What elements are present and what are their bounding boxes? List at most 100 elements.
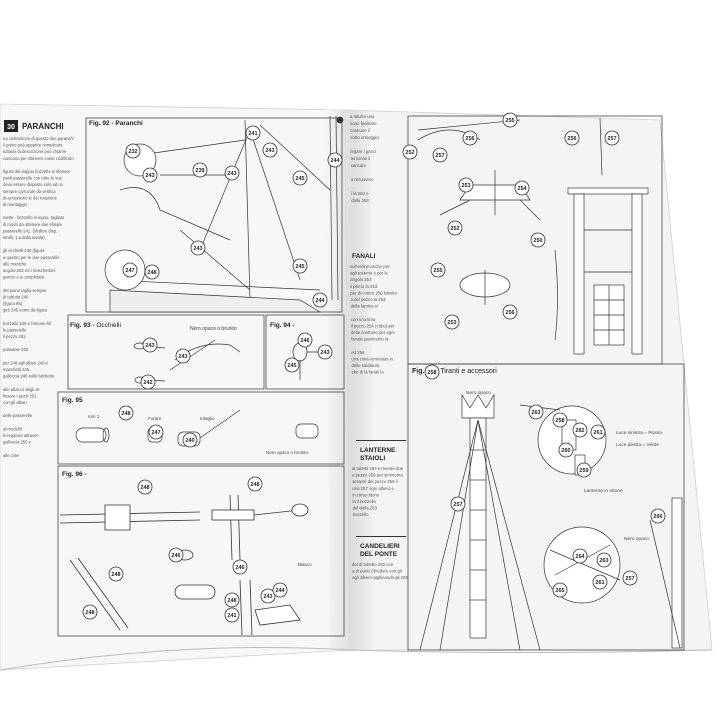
heading-candelieri: CANDELIERI [360, 543, 400, 550]
fig95-label: Fig. 95 [62, 397, 83, 404]
fanali-line: fanale pavimento la [351, 337, 389, 342]
fanali-line: della lamina si [351, 304, 378, 309]
fig95-frame [57, 391, 345, 465]
part-badge-circle [564, 130, 580, 146]
part-badge-circle [327, 152, 343, 168]
part-badge-number: 257 [607, 136, 616, 142]
part-badge-circle [592, 574, 608, 590]
lanterne-line: bozzello [353, 512, 369, 517]
part-badge-circle [552, 582, 568, 598]
right-col1-line: sotto ormeggio [350, 135, 379, 140]
part-badge-circle [528, 404, 544, 420]
part-badge-number: 245 [295, 176, 304, 182]
left-body-line: galloccia 246 sulle falchette [3, 374, 55, 379]
part-badge-circle [530, 232, 546, 248]
part-badge-circle [137, 479, 153, 495]
part-badge-number: 246 [235, 565, 244, 571]
left-body-line: gli occhielli 236 (figura [3, 248, 45, 253]
part-badge-number: 256 [567, 136, 576, 142]
part-badge-circle [182, 432, 198, 448]
part-badge-number: 246 [300, 338, 309, 344]
part-badge-number: 248 [121, 411, 130, 417]
left-body-line: angolo 232 ed i moschettoni [3, 268, 55, 273]
part-badge-circle [272, 582, 288, 598]
fig93-label: Fig. 93 - Occhielli [70, 322, 121, 329]
part-badge-circle [144, 264, 160, 280]
part-badge-number: 240 [185, 438, 194, 444]
left-body-line: sempre carrucole da verifica [3, 189, 56, 194]
right-col1-line: terminati il [351, 156, 371, 161]
heading-lanterne: LANTERNE [360, 447, 396, 454]
part-badge-circle [458, 177, 474, 193]
lanterne-line: e pezzo 259 per simmetria [352, 473, 403, 478]
left-body-line: alle cime [3, 453, 20, 458]
left-body-line: fissare i pezzi 251 [3, 393, 37, 398]
part-badge-circle [260, 588, 276, 604]
part-badge-number: 255 [433, 268, 442, 274]
left-body-line: giro 245 come da figura [3, 308, 48, 313]
part-badge-circle [190, 240, 206, 256]
fig98-note-right-light: Luce destra = Verde [616, 442, 659, 448]
page-number: 30 [7, 124, 15, 131]
part-badge-number: 243 [145, 343, 154, 349]
part-badge-number: 265 [555, 588, 564, 594]
fig94-label: Fig. 94 - [270, 322, 295, 329]
part-badge-number: 263 [531, 410, 540, 416]
part-badge-circle [175, 348, 191, 364]
heading-lanterne-2: STAIOLI [360, 455, 385, 462]
part-badge-number: 244 [330, 158, 340, 164]
part-badge-number: 261 [593, 430, 602, 436]
left-body-line: di accessorio le dei rotazione [3, 195, 58, 200]
part-badge-number: 262 [575, 428, 584, 434]
part-badge-number: 243 [178, 354, 187, 360]
fig94-frame [265, 314, 345, 390]
left-body-line: le legatura attraver- [3, 433, 40, 438]
right-col1-line: dalla 253 [351, 198, 369, 203]
fig98-note-lanterne: Lanterne in ottone [584, 488, 623, 494]
left-body-line: maschetti 245. [3, 367, 30, 372]
part-badge-circle [572, 548, 588, 564]
part-badge-number: 258 [555, 418, 564, 424]
part-badge-number: 241 [227, 613, 236, 619]
left-body-line: il primo può apparire complicato, [3, 143, 64, 148]
bottom-page-edge [0, 647, 713, 671]
candelieri-line: agli albero applicando gli 260 [352, 575, 408, 580]
fig93-note: Nero opaco o brunito [190, 326, 237, 332]
heading-candelieri-2: DEL PONTE [360, 551, 398, 558]
part-badge-number: 232 [128, 149, 137, 155]
part-badge-circle [168, 547, 184, 563]
part-badge-number: 248 [147, 270, 156, 276]
candelieri-heading-rule [356, 536, 406, 537]
part-badge-number: 255 [505, 118, 514, 124]
part-badge-circle [572, 422, 588, 438]
left-body-text: La costruzione di questo due paranchiil … [3, 136, 74, 458]
fanali-line: sull'ordine anche per [350, 264, 390, 269]
fig95-note-forare: Forare [148, 416, 162, 421]
part-badge-circle [140, 374, 156, 390]
part-badge-circle [125, 143, 141, 159]
part-badge-circle [292, 170, 308, 186]
part-badge-circle [502, 304, 518, 320]
part-badge-number: 250 [533, 238, 542, 244]
left-body-line: al modello [3, 426, 23, 431]
fig98-note-nero-2: Nero opaco [624, 536, 649, 542]
page-number-box [4, 120, 18, 132]
part-badge-circle [622, 570, 638, 586]
left-body-line: figura del doppio bozzello si riferisce [3, 169, 71, 174]
part-badge-circle [576, 462, 592, 478]
part-badge-circle [108, 566, 124, 582]
fanali-line: il primo fa 253 [350, 284, 378, 289]
part-badge-number: 248 [140, 485, 149, 491]
part-badge-circle [444, 314, 460, 330]
part-badge-number: 256 [465, 136, 474, 142]
part-badge-number: 245 [287, 363, 296, 369]
fig98-note-left-light: Luce sinistra = Rosso [616, 430, 662, 436]
lanterne-line: in cima ottone [352, 492, 379, 497]
fanali-line: angolo 253 [350, 277, 372, 282]
part-badge-number: 246 [171, 553, 180, 559]
left-body-line: bozzello 248 e formare fili [3, 321, 51, 326]
part-badge-circle [224, 607, 240, 623]
